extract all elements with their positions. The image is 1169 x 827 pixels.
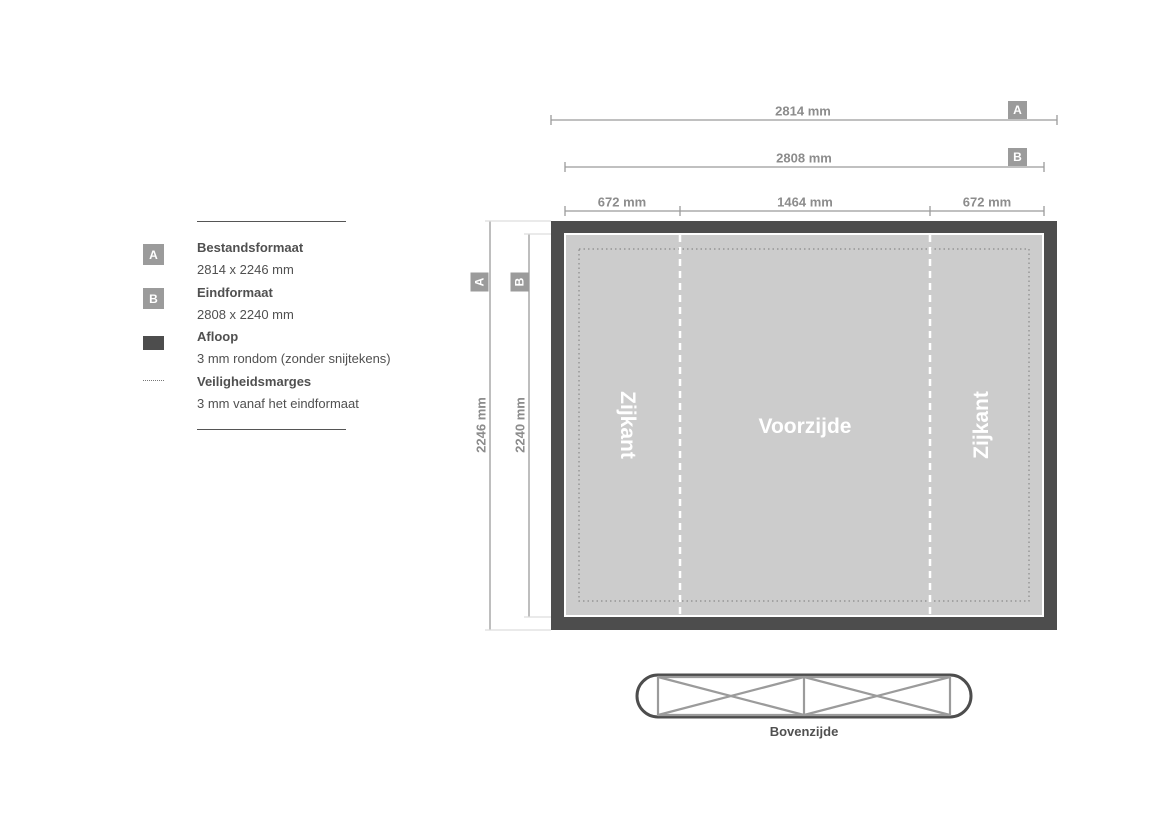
legend-bottom-rule: [197, 429, 346, 430]
legend-title-eindformaat: Eindformaat: [197, 285, 273, 300]
badge-height-file: A: [470, 272, 489, 292]
legend-title-afloop: Afloop: [197, 329, 239, 344]
legend-desc-eindformaat: 2808 x 2240 mm: [197, 307, 294, 322]
legend-title-veiligheidsmarges: Veiligheidsmarges: [197, 374, 312, 389]
panel-label-left-side: Zijkant: [616, 391, 639, 459]
legend-title-bestandsformaat: Bestandsformaat: [197, 240, 304, 255]
label-width-final: 2808 mm: [772, 150, 836, 166]
legend-safety-dots: [143, 380, 164, 381]
label-height-file: 2246 mm: [473, 397, 489, 453]
label-width-file: 2814 mm: [771, 103, 835, 119]
legend-badge-b: B: [143, 288, 164, 309]
legend-desc-bestandsformaat: 2814 x 2246 mm: [197, 262, 294, 277]
dimension-line-height-file: [485, 220, 551, 631]
legend-top-rule: [197, 221, 346, 222]
top-view-frame: [635, 673, 973, 719]
label-segment-left: 672 mm: [597, 194, 647, 210]
panel-label-right-side: Zijkant: [970, 391, 993, 459]
dimension-line-segments: [564, 206, 1045, 216]
label-segment-right: 672 mm: [962, 194, 1012, 210]
legend-desc-afloop: 3 mm rondom (zonder snijtekens): [197, 351, 391, 366]
dimension-line-width-file: [550, 115, 1058, 125]
dimension-line-width-final: [564, 162, 1045, 172]
panel-label-front: Voorzijde: [758, 415, 852, 438]
legend-desc-veiligheidsmarges: 3 mm vanaf het eindformaat: [197, 396, 359, 411]
legend-bleed-swatch: [143, 336, 164, 350]
safety-margin: [578, 248, 1030, 602]
legend-badge-a: A: [143, 244, 164, 265]
badge-width-final: B: [1008, 148, 1027, 166]
badge-height-final: B: [510, 272, 529, 292]
label-segment-center: 1464 mm: [777, 194, 833, 210]
top-view-caption: Bovenzijde: [769, 724, 839, 739]
label-height-final: 2240 mm: [512, 397, 528, 453]
badge-width-file: A: [1008, 101, 1027, 119]
print-area: [566, 235, 1042, 615]
